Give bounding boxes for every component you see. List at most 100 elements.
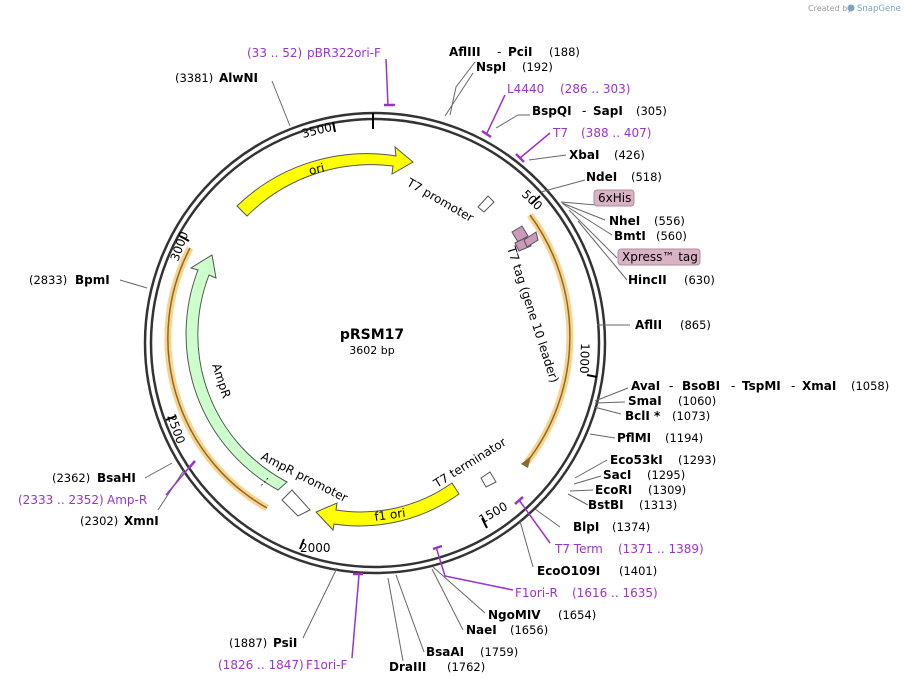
site-nspi: NspI <box>476 60 506 74</box>
primer-pbr322-pos: (33 .. 52) <box>247 46 302 60</box>
credit-prefix: Created by <box>808 4 852 13</box>
site-xbai-pos: (426) <box>614 148 645 162</box>
t7-terminator-feature <box>480 471 497 488</box>
site-ecori: EcoRI <box>595 483 632 497</box>
site-bsaai-pos: (1759) <box>480 645 518 659</box>
site-ndei: NdeI <box>586 170 617 184</box>
his-tag-box <box>593 189 635 207</box>
t7-terminator-label: T7 terminator <box>430 435 508 491</box>
orf-arrowhead <box>521 456 531 468</box>
ampr-feature <box>185 254 288 491</box>
orf-line-left <box>167 247 268 509</box>
site-alwni: AlwNI <box>219 71 258 85</box>
primer-ampr-label: Amp-R <box>107 493 147 507</box>
primer-t7-pos: (388 .. 407) <box>581 126 651 140</box>
site-naei-pos: (1656) <box>510 623 548 637</box>
primer-f1orif-pos: (1826 .. 1847) <box>218 658 304 672</box>
orf-line-right <box>526 214 571 463</box>
site-draiii: DraIII <box>389 660 426 674</box>
tick-marks <box>165 113 598 550</box>
his-tag-label: 6xHis <box>598 191 631 205</box>
site-bmti-pos: (560) <box>656 229 687 243</box>
t7-tag-label: T7 tag (gene 10 leader) <box>504 244 562 385</box>
site-pcii: PciI <box>508 45 533 59</box>
site-psii-pos: (1887) <box>229 636 267 650</box>
credit-brand: SnapGene <box>857 4 901 14</box>
snapgene-logo-icon <box>847 4 855 12</box>
tick-label-2000: 2000 <box>300 541 331 555</box>
separator-dash: - <box>731 379 735 393</box>
site-bcli-pos: (1073) <box>672 409 710 423</box>
plasmid-size: 3602 bp <box>349 344 394 357</box>
site-pflmi-pos: (1194) <box>665 431 703 445</box>
site-bspqi: BspQI <box>532 104 572 118</box>
site-aflii: AflII <box>635 318 662 332</box>
separator-dash: - <box>497 45 501 59</box>
tick-label-1000: 1000 <box>577 343 592 374</box>
site-xmni: XmnI <box>124 514 159 528</box>
site-eco53ki-pos: (1293) <box>678 453 716 467</box>
site-ecoo109i: EcoO109I <box>537 564 600 578</box>
primer-t7-label: T7 <box>552 126 568 140</box>
primer-t7term-pos: (1371 .. 1389) <box>618 542 704 556</box>
site-xbai: XbaI <box>569 148 599 162</box>
primer-l4440-pos: (286 .. 303) <box>560 82 630 96</box>
ampr-label: AmpR <box>209 362 233 400</box>
ori-feature <box>236 145 414 217</box>
site-bpmi: BpmI <box>75 273 110 287</box>
site-hincii-pos: (630) <box>684 273 715 287</box>
site-xmai: XmaI <box>802 379 836 393</box>
ori-label: ori <box>307 161 326 178</box>
site-psii: PsiI <box>273 636 297 650</box>
t7-promoter-feature <box>477 195 495 213</box>
primer-markers <box>165 58 551 659</box>
site-smai: SmaI <box>628 394 662 408</box>
plasmid-name: pRSM17 <box>340 327 404 343</box>
site-nhei-pos: (556) <box>654 214 685 228</box>
f1-ori-label: f1 ori <box>373 506 406 524</box>
site-bpmi-pos: (2833) <box>29 273 67 287</box>
site-bstbi-pos: (1313) <box>639 498 677 512</box>
separator-dash: - <box>791 379 795 393</box>
tick-label-1500: 1500 <box>477 499 510 526</box>
site-eco53ki: Eco53kI <box>610 453 663 467</box>
primer-f1orir-pos: (1616 .. 1635) <box>572 586 658 600</box>
primer-l4440-label: L4440 <box>507 82 544 96</box>
site-alwni-pos: (3381) <box>175 71 213 85</box>
site-hincii: HincII <box>628 273 667 287</box>
backbone <box>143 111 607 575</box>
site-saci-pos: (1295) <box>647 468 685 482</box>
primer-pbr322-label: pBR322ori-F <box>307 46 381 60</box>
site-draiii-pos: (1762) <box>447 660 485 674</box>
site-bsobi: BsoBI <box>682 379 720 393</box>
site-pflmi: PflMI <box>617 431 651 445</box>
site-ecoo109i-pos: (1401) <box>619 564 657 578</box>
tag-features <box>511 225 539 252</box>
site-ecori-pos: (1309) <box>648 483 686 497</box>
primer-ampr-pos: (2333 .. 2352) <box>18 493 104 507</box>
site-bsaai: BsaAI <box>426 645 464 659</box>
separator-dash: - <box>582 104 586 118</box>
site-bstbi: BstBI <box>588 498 624 512</box>
site-bspqi-pos: (305) <box>636 104 667 118</box>
site-tspmi: TspMI <box>742 379 781 393</box>
site-afliii: AflIII <box>449 45 481 59</box>
site-saci: SacI <box>603 468 631 482</box>
site-blpi: BlpI <box>573 520 599 534</box>
site-nhei: NheI <box>609 214 640 228</box>
site-sapi: SapI <box>593 104 623 118</box>
site-avai: AvaI <box>631 379 660 393</box>
site-nspi-pos: (192) <box>522 60 553 74</box>
site-aflii-pos: (865) <box>680 318 711 332</box>
site-afliii-pos: (188) <box>549 45 580 59</box>
primer-t7term-label: T7 Term <box>554 542 603 556</box>
site-ngomiv-pos: (1654) <box>558 608 596 622</box>
site-smai-pos: (1060) <box>678 394 716 408</box>
xpress-tag-box <box>617 248 701 266</box>
site-avai-pos: (1058) <box>851 379 889 393</box>
site-ndei-pos: (518) <box>631 170 662 184</box>
site-leader-lines <box>119 61 630 662</box>
xpress-tag-label: Xpress™ tag <box>622 250 698 264</box>
t7-promoter-label: T7 promoter <box>404 175 476 225</box>
